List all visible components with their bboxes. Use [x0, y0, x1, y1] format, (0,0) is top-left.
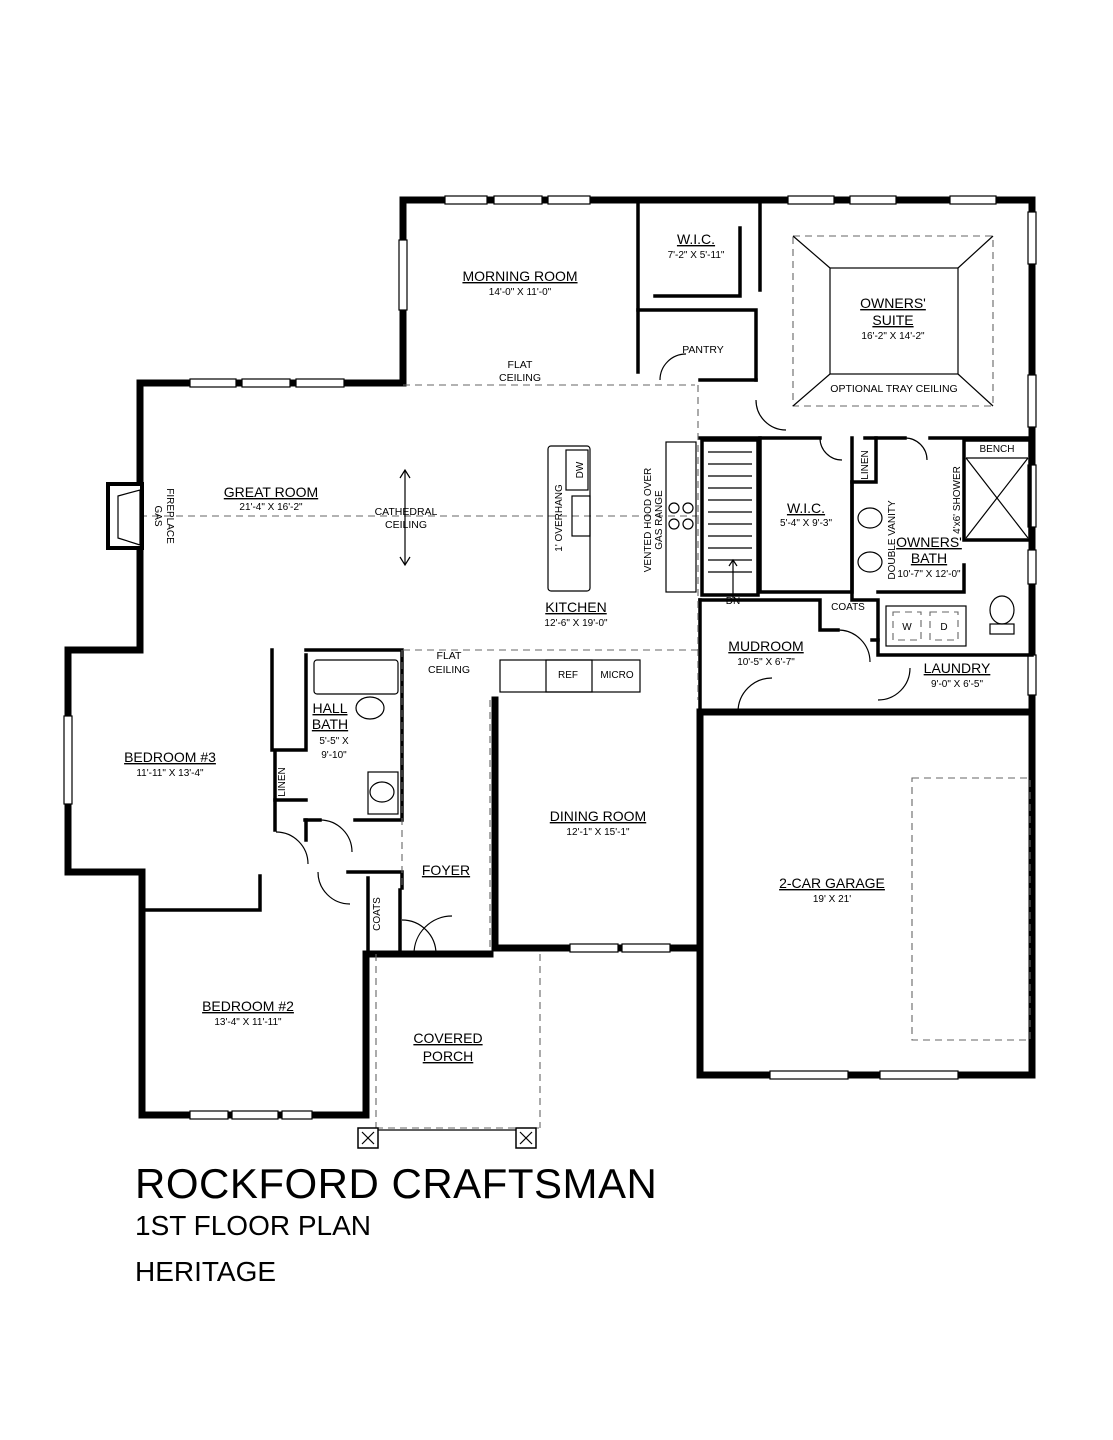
hall-bath-label-1: HALL	[312, 700, 347, 716]
vented-hood-b: GAS RANGE	[654, 490, 665, 550]
owners-suite-dim: 16'-2" X 14'-2"	[861, 331, 925, 342]
morning-room-dim: 14'-0" X 11'-0"	[489, 287, 552, 298]
garage-label: 2-CAR GARAGE	[779, 875, 885, 891]
kitchen-dim: 12'-6" X 19'-0"	[544, 618, 608, 629]
porch-label-2: PORCH	[423, 1048, 474, 1064]
owners-bath-dim: 10'-7" X 12'-0"	[897, 569, 961, 580]
ref-label: REF	[558, 670, 578, 681]
mudroom-dim: 10'-5" X 6'-7"	[737, 657, 795, 668]
doors	[275, 353, 928, 955]
pantry-label: PANTRY	[682, 344, 724, 356]
gas-label: GAS	[152, 505, 163, 526]
overhang-label: 1' OVERHANG	[554, 484, 565, 552]
morning-room-label: MORNING ROOM	[462, 268, 577, 284]
flat-ceiling-1a: FLAT	[508, 359, 533, 371]
linen-suite-label: LINEN	[860, 450, 871, 479]
fireplace	[106, 482, 144, 550]
owners-suite-label-2: SUITE	[872, 312, 913, 328]
bedroom2-label: BEDROOM #2	[202, 998, 294, 1014]
dw-label: DW	[575, 461, 586, 478]
kitchen-island	[547, 441, 697, 593]
dining-room-label: DINING ROOM	[550, 808, 646, 824]
title-block: ROCKFORD CRAFTSMAN 1ST FLOOR PLAN HERITA…	[135, 1160, 657, 1290]
cathedral-a: CATHEDRAL	[375, 506, 438, 518]
optional-tray-label: OPTIONAL TRAY CEILING	[830, 383, 957, 395]
washer-label: W	[902, 622, 912, 633]
shower-label: 4'x6' SHOWER	[952, 466, 963, 534]
windows	[63, 195, 1037, 1120]
hall-bath-dim-2: 9'-10"	[321, 750, 347, 761]
flat-ceiling-1b: CEILING	[499, 372, 541, 384]
coats-mud-label: COATS	[831, 602, 865, 613]
shower	[965, 457, 1029, 539]
double-vanity-label: DOUBLE VANITY	[887, 500, 898, 580]
tray-ceiling	[792, 235, 994, 407]
cathedral-b: CEILING	[385, 519, 427, 531]
dashed-lines	[140, 235, 1031, 1129]
dn-label: DN	[726, 596, 740, 607]
wic-mid-dim: 5'-4" X 9'-3"	[780, 518, 833, 529]
flat-ceiling-2a: FLAT	[437, 650, 462, 662]
wic-top-label: W.I.C.	[677, 231, 715, 247]
linen-hall-label: LINEN	[277, 767, 288, 796]
hall-bath-dim-1: 5'-5" X	[319, 736, 349, 747]
laundry-label: LAUNDRY	[924, 660, 991, 676]
porch-label-1: COVERED	[413, 1030, 482, 1046]
porch-columns	[357, 1127, 537, 1149]
garage-dim: 19' X 21'	[813, 894, 851, 905]
great-room-dim: 21'-4" X 16'-2"	[239, 502, 303, 513]
dryer-label: D	[940, 622, 947, 633]
laundry-dim: 9'-0" X 6'-5"	[931, 679, 984, 690]
great-room-label: GREAT ROOM	[224, 484, 318, 500]
plan-series: HERITAGE	[135, 1256, 277, 1287]
hall-bath-label-2: BATH	[312, 716, 348, 732]
wic-top-dim: 7'-2" X 5'-11"	[668, 250, 725, 261]
owners-suite-label-1: OWNERS'	[860, 295, 926, 311]
wic-mid-label: W.I.C.	[787, 500, 825, 516]
bedroom2-dim: 13'-4" X 11'-11"	[214, 1017, 282, 1028]
coats-foyer-label: COATS	[372, 897, 383, 931]
kitchen-label: KITCHEN	[545, 599, 606, 615]
owners-bath-label-2: BATH	[911, 550, 947, 566]
owners-bath-label-1: OWNERS'	[896, 534, 962, 550]
cathedral-arrow	[399, 468, 411, 567]
bench-label: BENCH	[979, 444, 1014, 455]
plan-floor: 1ST FLOOR PLAN	[135, 1210, 372, 1241]
fixtures	[313, 507, 1015, 815]
micro-label: MICRO	[600, 670, 634, 681]
bedroom3-label: BEDROOM #3	[124, 749, 216, 765]
mudroom-label: MUDROOM	[728, 638, 803, 654]
flat-ceiling-2b: CEILING	[428, 664, 470, 676]
dining-room-dim: 12'-1" X 15'-1"	[566, 827, 630, 838]
stairs	[708, 451, 752, 598]
fireplace-label: FIREPLACE	[164, 488, 175, 544]
vented-hood-a: VENTED HOOD OVER	[643, 468, 654, 572]
interior-walls	[140, 198, 1034, 956]
bedroom3-dim: 11'-11" X 13'-4"	[136, 768, 204, 779]
plan-title: ROCKFORD CRAFTSMAN	[135, 1160, 658, 1207]
foyer-label: FOYER	[422, 862, 470, 878]
